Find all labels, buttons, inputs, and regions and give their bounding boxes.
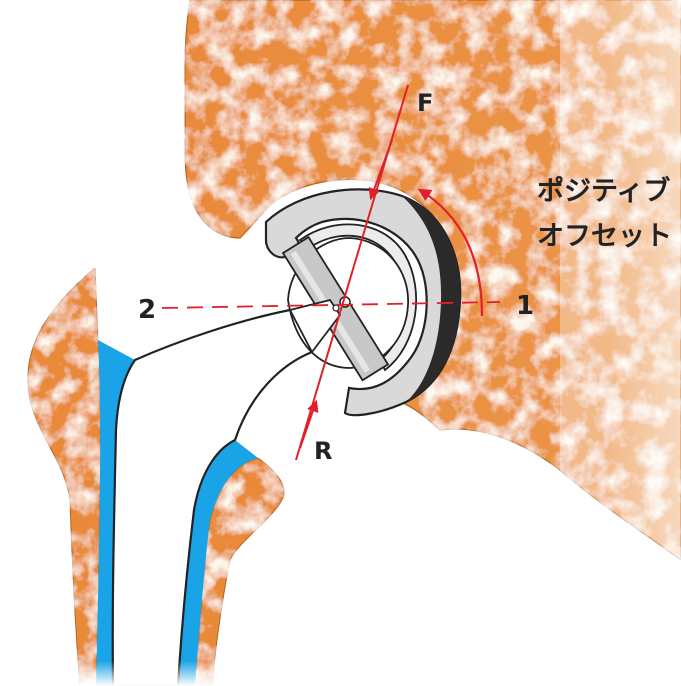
label-2: 2: [138, 295, 156, 325]
femur-left-cortex: [28, 268, 100, 686]
label-r: R: [314, 437, 332, 465]
positive-offset-label-line1: ポジティブ: [537, 175, 670, 207]
label-f: F: [417, 89, 433, 117]
label-1: 1: [516, 291, 534, 321]
positive-offset-label-line2: オフセット: [537, 221, 672, 252]
offset-center-point: [333, 305, 339, 311]
